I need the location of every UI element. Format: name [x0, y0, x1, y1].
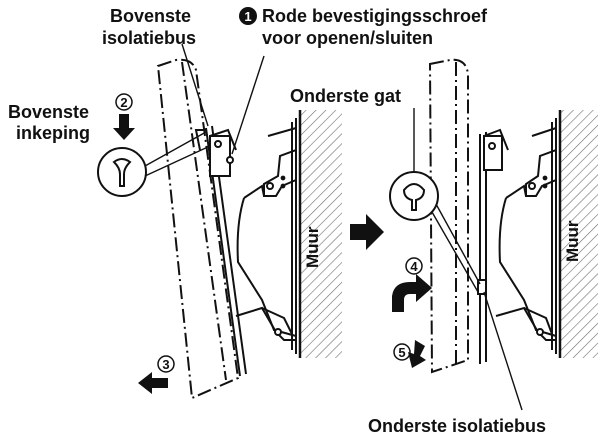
step-4-num: 4 [410, 259, 418, 274]
bottom-insulation-bushing-label: Onderste isolatiebus [368, 416, 546, 436]
curved-arrow-icon [392, 274, 432, 312]
step-2-marker: 2 [115, 93, 133, 111]
wall-bracket-left [235, 118, 297, 354]
wall-label-right: Muur [563, 220, 582, 262]
top-insulation-bushing-label-2: isolatiebus [102, 28, 196, 48]
bottom-hole-callout [389, 171, 481, 293]
red-screw-marker-num: 1 [244, 9, 251, 24]
right-arrow-icon [350, 214, 384, 250]
heater-outline-right [428, 58, 469, 374]
right-panel: Muur [290, 58, 598, 436]
leaders-left [181, 43, 265, 155]
step-5-marker: 5 [393, 343, 411, 361]
red-screw-marker: 1 [239, 7, 257, 25]
step-4-marker: 4 [405, 257, 423, 275]
step-3-marker: 3 [157, 355, 175, 373]
step-2-num: 2 [120, 95, 127, 110]
down-arrow-icon [113, 114, 135, 140]
top-notch-label: Bovenste [8, 102, 89, 122]
left-panel: Muur [8, 6, 488, 400]
wall-bracket-right [483, 118, 557, 354]
red-screw-label-2: voor openen/sluiten [262, 28, 433, 48]
left-arrow-icon [138, 372, 168, 394]
top-notch-label-2: inkeping [16, 123, 90, 143]
heater-backplate-left [194, 125, 247, 377]
wall-label-left: Muur [303, 226, 322, 268]
step-5-num: 5 [398, 345, 405, 360]
wall-right: Muur [558, 110, 598, 358]
bottom-hole-label: Onderste gat [290, 86, 401, 106]
step-3-num: 3 [162, 357, 169, 372]
red-screw-label: Rode bevestigingsschroef [262, 6, 488, 26]
leaders-right [413, 108, 523, 411]
heater-outline-left [156, 58, 240, 400]
top-notch-callout [97, 131, 211, 197]
top-insulation-bushing-label: Bovenste [110, 6, 191, 26]
wall-left: Muur [298, 110, 342, 358]
diagonal-down-arrow-icon [408, 340, 426, 368]
